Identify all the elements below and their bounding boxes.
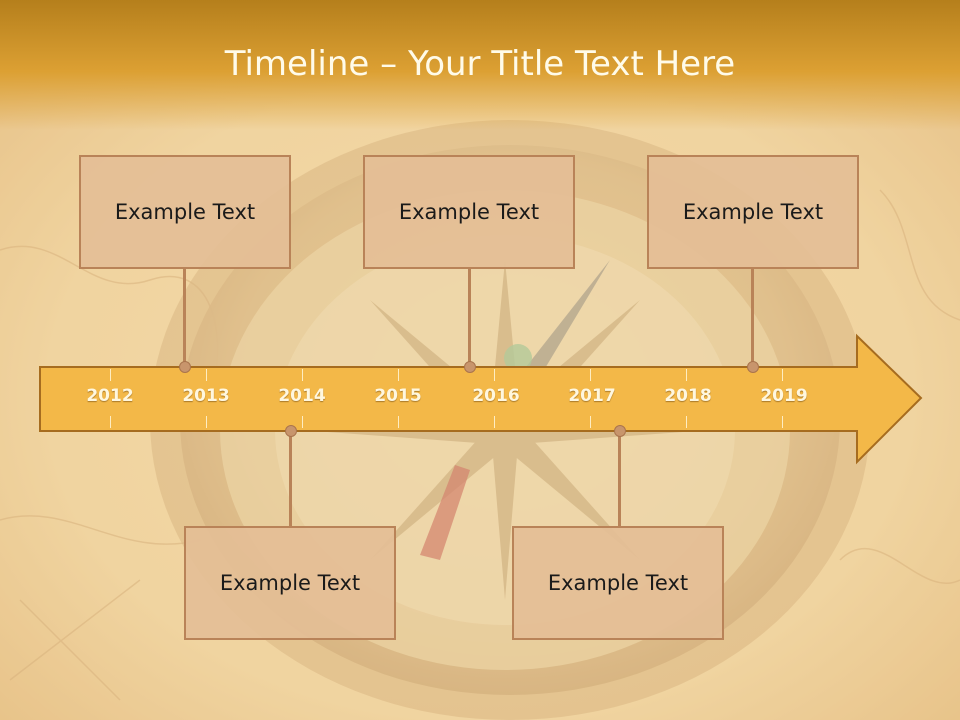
year-tick bbox=[590, 416, 591, 428]
event-box-top-3[interactable]: Example Text bbox=[647, 155, 859, 269]
year-tick bbox=[206, 369, 207, 381]
year-tick bbox=[686, 369, 687, 381]
year-label-2012: 2012 bbox=[86, 386, 134, 406]
year-tick bbox=[494, 369, 495, 381]
event-text: Example Text bbox=[547, 571, 689, 595]
year-tick bbox=[206, 416, 207, 428]
event-connector bbox=[289, 432, 292, 527]
year-tick bbox=[110, 369, 111, 381]
event-text: Example Text bbox=[219, 571, 361, 595]
event-marker-dot bbox=[464, 361, 476, 373]
year-tick bbox=[590, 369, 591, 381]
event-box-bottom-1[interactable]: Example Text bbox=[184, 526, 396, 640]
event-connector bbox=[618, 432, 621, 527]
year-tick bbox=[110, 416, 111, 428]
event-text: Example Text bbox=[682, 200, 824, 224]
year-label-2018: 2018 bbox=[664, 386, 712, 406]
event-text: Example Text bbox=[398, 200, 540, 224]
year-label-2016: 2016 bbox=[472, 386, 520, 406]
year-tick bbox=[494, 416, 495, 428]
event-connector bbox=[751, 269, 754, 365]
year-tick bbox=[782, 369, 783, 381]
year-label-2013: 2013 bbox=[182, 386, 230, 406]
event-marker-dot bbox=[179, 361, 191, 373]
event-marker-dot bbox=[614, 425, 626, 437]
slide-title: Timeline – Your Title Text Here bbox=[224, 44, 736, 84]
event-connector bbox=[183, 269, 186, 365]
year-label-2014: 2014 bbox=[278, 386, 326, 406]
year-label-2019: 2019 bbox=[760, 386, 808, 406]
year-label-2015: 2015 bbox=[374, 386, 422, 406]
year-tick bbox=[302, 369, 303, 381]
title-band bbox=[0, 0, 960, 130]
event-box-bottom-2[interactable]: Example Text bbox=[512, 526, 724, 640]
event-box-top-2[interactable]: Example Text bbox=[363, 155, 575, 269]
year-tick bbox=[686, 416, 687, 428]
year-tick bbox=[782, 416, 783, 428]
event-box-top-1[interactable]: Example Text bbox=[79, 155, 291, 269]
year-label-2017: 2017 bbox=[568, 386, 616, 406]
year-tick bbox=[302, 416, 303, 428]
event-marker-dot bbox=[285, 425, 297, 437]
year-tick bbox=[398, 416, 399, 428]
year-tick bbox=[398, 369, 399, 381]
event-connector bbox=[468, 269, 471, 365]
event-text: Example Text bbox=[114, 200, 256, 224]
event-marker-dot bbox=[747, 361, 759, 373]
